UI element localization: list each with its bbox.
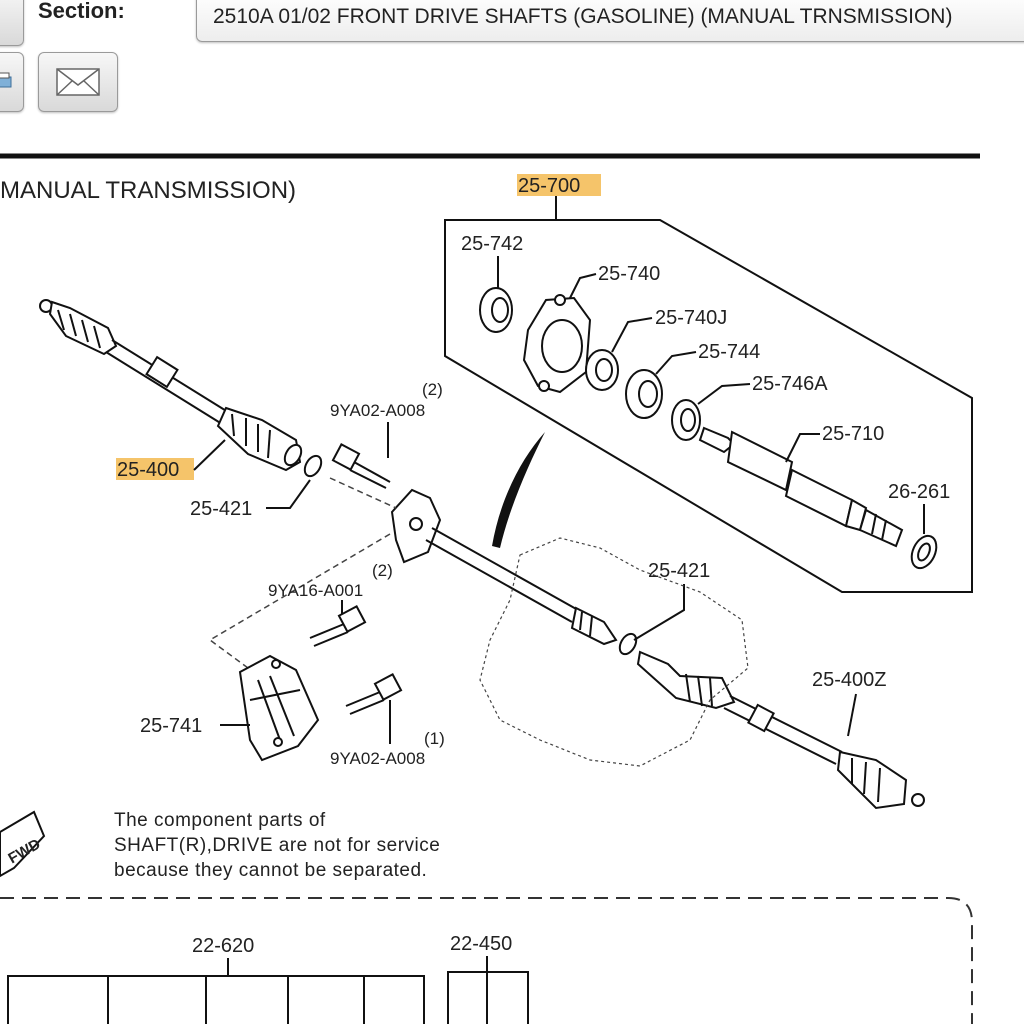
callout-25-421-right[interactable]: 25-421 <box>648 560 710 582</box>
highlight-25-700 <box>517 174 601 196</box>
note-line-2: SHAFT(R),DRIVE are not for service <box>114 835 440 856</box>
joint-shaft-25-710 <box>698 426 904 548</box>
callout-22-450[interactable]: 22-450 <box>450 933 512 955</box>
transmission-outline <box>479 537 749 767</box>
callout-25-744[interactable]: 25-744 <box>698 341 760 363</box>
callout-9ya02-a008-bottom[interactable]: 9YA02-A008 <box>330 749 425 768</box>
callout-25-710[interactable]: 25-710 <box>822 423 884 445</box>
toolbar-button-top[interactable] <box>0 0 24 46</box>
qty-bolt-mid: (2) <box>372 561 393 580</box>
note-line-3: because they cannot be separated. <box>114 860 427 881</box>
callout-25-400z[interactable]: 25-400Z <box>812 669 887 691</box>
bracket-25-741 <box>238 654 320 762</box>
center-bearing-housing <box>390 488 442 564</box>
callout-25-740[interactable]: 25-740 <box>598 263 660 285</box>
fwd-arrow-icon: FWD <box>0 810 46 878</box>
callout-25-700[interactable]: 25-700 <box>518 175 580 197</box>
callout-25-741[interactable]: 25-741 <box>140 715 202 737</box>
qty-bolt-bottom: (1) <box>424 729 445 748</box>
qty-bolt-top: (2) <box>422 380 443 399</box>
callout-9ya02-a008-top[interactable]: 9YA02-A008 <box>330 401 425 420</box>
bolt-mid <box>309 605 367 647</box>
callout-25-421-left[interactable]: 25-421 <box>190 498 252 520</box>
lower-part-22-450 <box>447 971 529 1024</box>
lower-part-22-620 <box>7 975 425 1024</box>
bearing-25-744 <box>625 369 663 419</box>
diagram-heading: MANUAL TRANSMISSION) <box>0 177 296 204</box>
callout-25-400[interactable]: 25-400 <box>117 459 179 481</box>
callout-25-740j[interactable]: 25-740J <box>655 307 727 329</box>
clip-left <box>303 454 323 478</box>
ring-25-740j <box>585 349 619 391</box>
snap-ring-25-746a <box>671 399 701 441</box>
print-icon <box>0 72 12 88</box>
bolt-top <box>331 443 391 489</box>
bolt-bottom <box>345 673 403 715</box>
note-line-1: The component parts of <box>114 810 326 831</box>
print-button[interactable] <box>0 52 24 112</box>
dashed-guide-bolt <box>329 477 397 509</box>
callout-9ya16-a001[interactable]: 9YA16-A001 <box>268 581 363 600</box>
mail-icon <box>56 68 100 96</box>
oil-seal-26-261 <box>910 534 938 570</box>
direction-swoosh <box>492 432 545 548</box>
housing-25-740 <box>522 294 592 394</box>
email-button[interactable] <box>38 52 118 112</box>
lower-panel-outline <box>0 897 973 1024</box>
callout-25-742[interactable]: 25-742 <box>461 233 523 255</box>
callout-26-261[interactable]: 26-261 <box>888 481 950 503</box>
assembly-box <box>444 219 973 593</box>
seal-25-742 <box>479 287 513 333</box>
callout-25-746a[interactable]: 25-746A <box>752 373 828 395</box>
section-select[interactable]: 2510A 01/02 FRONT DRIVE SHAFTS (GASOLINE… <box>196 0 1024 42</box>
highlight-25-400 <box>116 458 194 480</box>
left-drive-shaft <box>39 299 303 472</box>
dashed-guide-bracket <box>208 533 391 669</box>
section-label: Section: <box>38 0 125 23</box>
callout-22-620[interactable]: 22-620 <box>192 935 254 957</box>
right-drive-shaft <box>425 527 925 810</box>
